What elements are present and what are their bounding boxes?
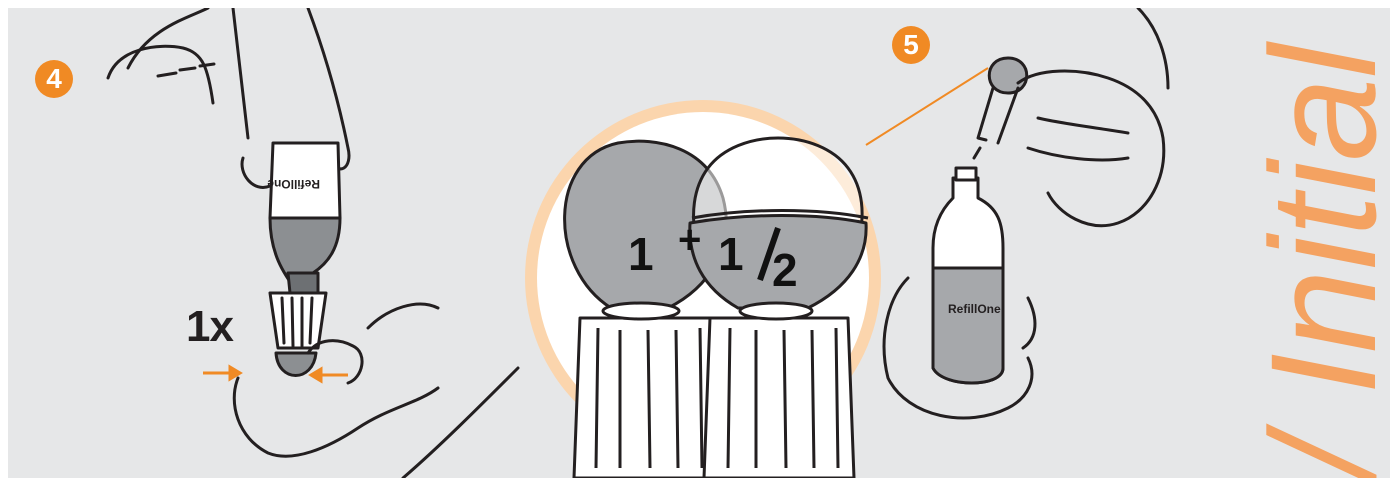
section-title: / Initial bbox=[1248, 44, 1390, 478]
illustration-artwork: RefillOne 1 + 1 bbox=[8, 8, 1390, 478]
step4-drawing bbox=[108, 8, 518, 478]
pipette-stem bbox=[978, 88, 1018, 143]
pipette-bulb bbox=[276, 353, 316, 376]
illustration-panel: RefillOne 1 + 1 bbox=[8, 8, 1390, 478]
refill-cap bbox=[956, 168, 976, 180]
zoom-label-full: 1 bbox=[628, 228, 654, 280]
count-label: 1x bbox=[186, 302, 233, 352]
lower-hand bbox=[234, 378, 438, 456]
bottle-brand-label: RefillOne bbox=[267, 177, 320, 191]
squeeze-arrows bbox=[203, 367, 348, 381]
finger-lines bbox=[1028, 118, 1128, 160]
zoom-label-plus: + bbox=[678, 218, 701, 262]
arrow-right-head bbox=[311, 369, 321, 381]
arm-line bbox=[1138, 8, 1168, 88]
zoom-label-half-denominator: 2 bbox=[772, 244, 798, 296]
hand-finger-line bbox=[233, 8, 248, 138]
zoom-pointer-line bbox=[866, 68, 988, 145]
right-stand bbox=[704, 318, 854, 478]
bottle-neck bbox=[288, 273, 318, 293]
refill-brand-label: RefillOne bbox=[948, 302, 1001, 316]
upper-hand bbox=[1018, 71, 1164, 226]
thumb-nail bbox=[242, 158, 270, 187]
zoom-label-half-numerator: 1 bbox=[718, 228, 744, 280]
wrist-line bbox=[403, 368, 518, 478]
full-bulb-neck bbox=[603, 303, 679, 319]
hand-finger-line bbox=[128, 8, 208, 68]
dropper-nozzle bbox=[270, 293, 326, 348]
step-5-badge: 5 bbox=[892, 26, 930, 64]
lower-thumb bbox=[1023, 298, 1035, 348]
pipette-tip bbox=[974, 148, 980, 158]
step5-drawing bbox=[884, 8, 1168, 418]
step-4-badge: 4 bbox=[35, 60, 73, 98]
pipette-bulb bbox=[989, 58, 1027, 93]
lower-finger bbox=[368, 304, 438, 328]
half-bulb-neck bbox=[740, 303, 812, 319]
refill-liquid bbox=[933, 268, 1003, 383]
